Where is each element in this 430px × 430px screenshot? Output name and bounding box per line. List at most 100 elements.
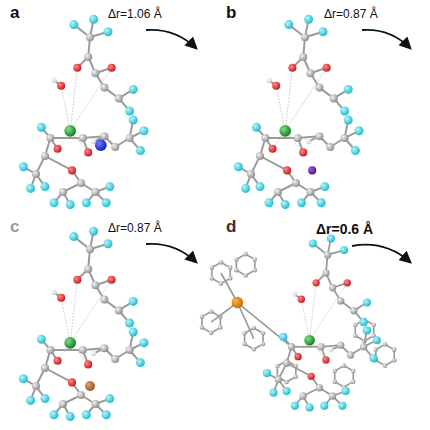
atom xyxy=(51,78,56,83)
atom xyxy=(351,379,356,384)
atom xyxy=(308,166,316,174)
atom xyxy=(79,134,87,142)
atom xyxy=(41,364,49,372)
phenyl-ring xyxy=(236,254,254,275)
atom xyxy=(253,268,258,273)
coordination-line xyxy=(285,68,292,131)
atom xyxy=(111,355,119,363)
atom xyxy=(324,251,331,258)
atom xyxy=(51,290,56,295)
atom xyxy=(252,326,257,331)
atom xyxy=(256,152,264,160)
atom xyxy=(344,279,351,286)
atom xyxy=(73,64,81,72)
atom xyxy=(108,276,116,284)
bond xyxy=(45,368,72,382)
atom xyxy=(265,198,274,207)
atom xyxy=(57,82,65,90)
atom xyxy=(219,260,224,265)
atom xyxy=(329,392,336,399)
atom xyxy=(68,378,76,386)
atom xyxy=(69,232,78,241)
atom xyxy=(19,374,28,383)
atom xyxy=(272,82,280,90)
atom xyxy=(86,245,94,253)
atom xyxy=(209,265,214,270)
bond xyxy=(45,156,72,170)
atom xyxy=(68,166,76,174)
atom xyxy=(91,351,96,356)
bond xyxy=(260,156,287,170)
atom xyxy=(330,94,338,102)
molecule xyxy=(234,15,364,209)
atom xyxy=(41,152,49,160)
atom xyxy=(373,336,381,344)
atom xyxy=(242,331,247,336)
atom xyxy=(306,139,311,144)
atom xyxy=(32,382,40,390)
atom xyxy=(299,148,307,156)
atom xyxy=(315,132,323,140)
atom xyxy=(340,107,349,116)
atom xyxy=(84,360,92,368)
atom xyxy=(326,143,334,151)
atom xyxy=(104,239,113,248)
atom xyxy=(73,276,81,284)
atom xyxy=(54,145,62,153)
atom xyxy=(243,273,248,278)
atom xyxy=(126,346,134,354)
phenyl-ring xyxy=(245,328,263,349)
atom xyxy=(284,380,289,385)
atom xyxy=(337,341,344,348)
atom xyxy=(82,198,91,207)
atom xyxy=(320,402,328,410)
coordination-line xyxy=(285,68,326,131)
atom xyxy=(323,64,331,72)
atom xyxy=(328,348,333,353)
atom xyxy=(288,343,295,350)
atom xyxy=(299,53,307,61)
atom xyxy=(275,364,280,369)
atom xyxy=(66,412,75,421)
atom xyxy=(243,252,248,257)
panel-letter: d xyxy=(226,218,236,237)
bond xyxy=(50,349,82,351)
atom xyxy=(115,94,123,102)
molecule xyxy=(19,15,149,209)
atom xyxy=(100,344,108,352)
atom xyxy=(125,107,134,116)
atom xyxy=(308,373,315,380)
atom xyxy=(105,394,114,403)
atom xyxy=(140,338,149,347)
atom xyxy=(91,69,99,77)
atom xyxy=(82,410,91,419)
displacement-value: Δr=0.87 Å xyxy=(108,222,162,235)
atom xyxy=(102,198,111,207)
phosphorus-atom xyxy=(232,297,243,308)
atom xyxy=(252,123,261,132)
atom xyxy=(84,265,92,273)
atom xyxy=(252,347,257,352)
atom xyxy=(275,376,282,383)
atom xyxy=(316,384,323,391)
atom xyxy=(104,27,113,36)
atom xyxy=(115,306,123,314)
molecule xyxy=(200,234,397,411)
atom xyxy=(85,381,95,391)
displacement-arrow xyxy=(352,245,410,262)
atom xyxy=(228,265,233,270)
atom xyxy=(322,356,329,363)
atom xyxy=(320,182,329,191)
atom xyxy=(305,403,313,411)
atom xyxy=(100,84,108,92)
atom xyxy=(344,116,353,125)
atom xyxy=(298,296,305,303)
atom xyxy=(77,179,85,187)
atom xyxy=(263,369,271,377)
atom xyxy=(100,296,108,304)
atom xyxy=(100,132,108,140)
phenyl-ring xyxy=(202,312,220,333)
atom xyxy=(256,182,265,191)
